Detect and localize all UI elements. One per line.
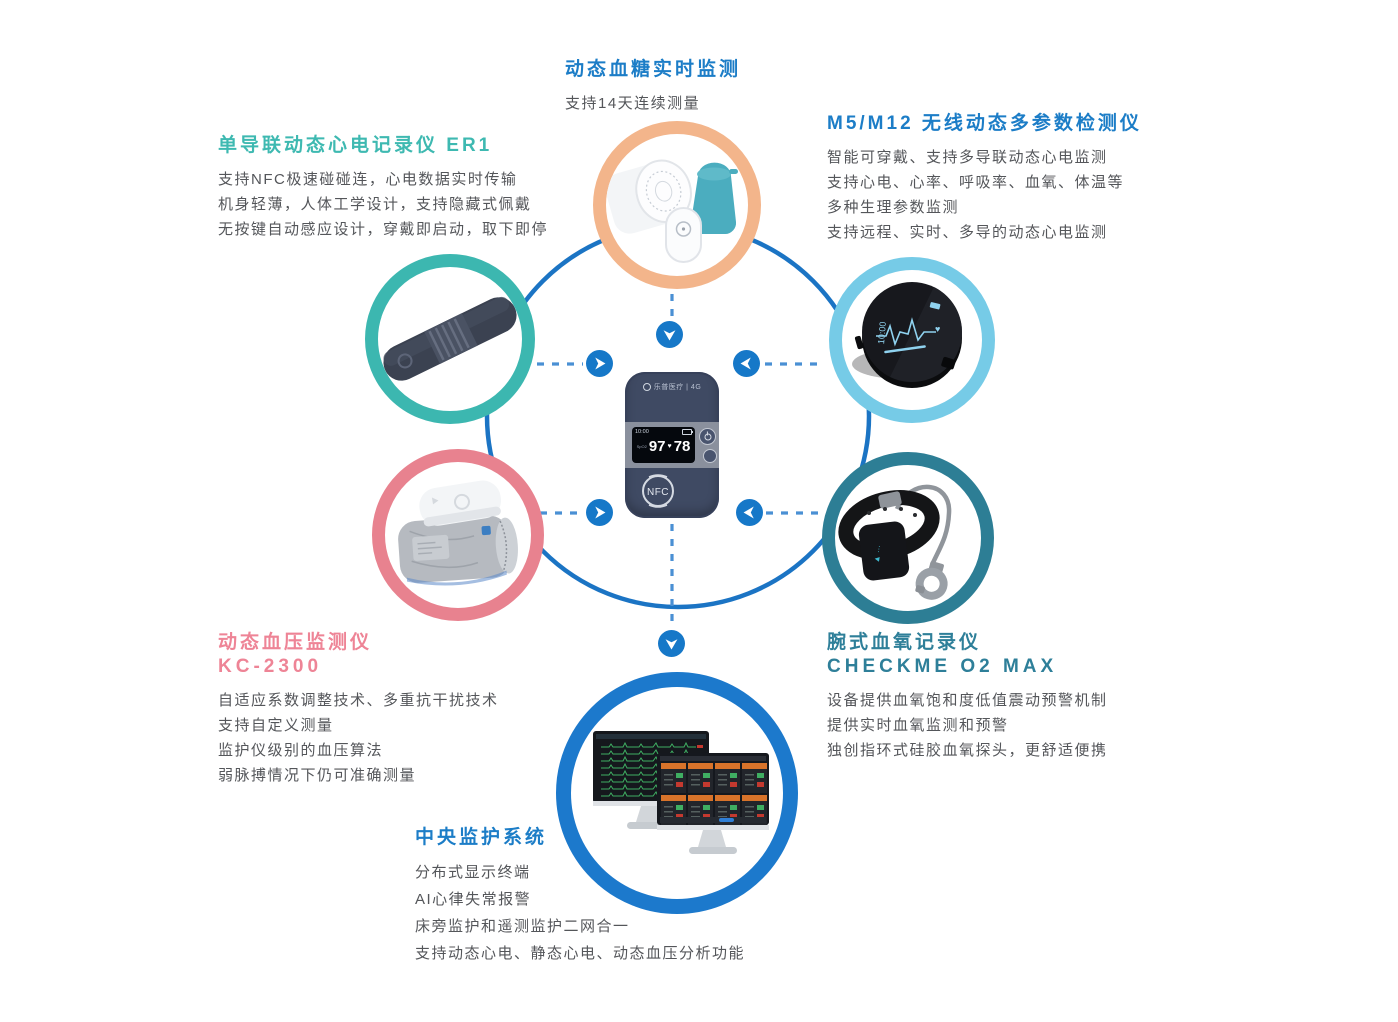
m5-multiparameter-device-image: 10:00 ♥ [852,282,962,388]
bp-title: 动态血压监测仪 [218,632,373,653]
central-line: 支持动态心电、静态心电、动态血压分析功能 [415,945,746,962]
m5-screen-time: 10:00 [876,321,888,344]
er1-ecg-recorder-image [383,296,517,381]
bp-text-block: 动态血压监测仪 KC-2300 自适应系数调整技术、多重抗干扰技术 支持自定义测… [218,631,499,788]
central-line: 床旁监护和遥测监护二网合一 [415,918,630,935]
central-line: AI心律失常报警 [415,891,532,908]
m5-text-block: M5/M12 无线动态多参数检测仪 智能可穿戴、支持多导联动态心电监测 支持心电… [827,112,1142,245]
er1-line: 无按键自动感应设计，穿戴即启动，取下即停 [218,221,549,238]
svg-text:▲ ···: ▲ ··· [872,544,884,563]
spo2-value: 97 [648,438,666,455]
flow-arrow-down-bottom-icon [658,630,685,657]
ring-m5-monitor: 10:00 ♥ [829,257,995,423]
bp-line: 自适应系数调整技术、多重抗干扰技术 [218,692,499,709]
spo2-label: SpO2 [636,444,647,449]
er1-text-block: 单导联动态心电记录仪 ER1 支持NFC极速碰碰连，心电数据实时传输 机身轻薄，… [218,134,548,242]
er1-title: 单导联动态心电记录仪 ER1 [218,135,493,156]
ring-blood-pressure-monitor [372,449,544,621]
o2-line: 提供实时血氧监测和预警 [827,717,1009,734]
heart-icon: ♥ [667,443,672,450]
gateway-brand: 乐普医疗 | 4G [625,382,719,392]
central-text-block: 中央监护系统 分布式显示终端 AI心律失常报警 床旁监护和遥测监护二网合一 支持… [415,826,745,967]
pulse-value: 78 [673,438,691,455]
cgm-sensor-kit-image [606,159,738,263]
glucose-title: 动态血糖实时监测 [565,59,742,80]
m5-line: 支持心电、心率、呼吸率、血氧、体温等 [827,174,1125,191]
glucose-text-block: 动态血糖实时监测 支持14天连续测量 [565,58,741,116]
o2-line: 独创指环式硅胶血氧探头，更舒适便携 [827,742,1108,759]
central-title: 中央监护系统 [415,827,548,848]
bp-model: KC-2300 [218,656,323,677]
gateway-brand-label: 乐普医疗 | 4G [653,384,702,391]
bp-cuff-image [398,480,518,586]
gateway-screen-band: 10:00 SpO2 97 ♥ 78 [625,422,719,468]
power-icon [704,433,711,440]
function-button [703,449,717,463]
bp-line: 监护仪级别的血压算法 [218,742,384,759]
m5-line: 智能可穿戴、支持多导联动态心电监测 [827,149,1108,166]
flow-arrow-left-upper-icon [733,350,760,377]
bp-line: 支持自定义测量 [218,717,334,734]
gateway-screen: 10:00 SpO2 97 ♥ 78 [632,427,695,463]
heart-icon: ♥ [935,324,940,334]
o2-title: 腕式血氧记录仪 [827,632,982,653]
o2-line: 设备提供血氧饱和度低值震动预警机制 [827,692,1108,709]
battery-icon [682,429,693,435]
flow-arrow-right-lower-icon [586,499,613,526]
central-line: 分布式显示终端 [415,864,531,881]
flow-arrow-right-upper-icon [586,350,613,377]
glucose-line: 支持14天连续测量 [565,95,701,112]
bp-line: 弱脉搏情况下仍可准确测量 [218,767,417,784]
o2-text-block: 腕式血氧记录仪 CHECKME O2 MAX 设备提供血氧饱和度低值震动预警机制… [827,631,1108,763]
central-station-monitors-image [593,731,769,854]
ring-er1-recorder [365,254,535,424]
lepu-logo-icon [642,383,651,391]
nfc-circle-icon [642,475,674,507]
m5-title: M5/M12 无线动态多参数检测仪 [827,113,1142,134]
er1-line: 机身轻薄，人体工学设计，支持隐藏式佩戴 [218,196,532,213]
ring-wrist-oximeter: ▲ ··· [822,452,994,624]
o2-model: CHECKME O2 MAX [827,656,1058,677]
flow-arrow-down-top-icon [656,321,683,348]
m5-line: 多种生理参数监测 [827,199,960,216]
er1-line: 支持NFC极速碰碰连，心电数据实时传输 [218,171,518,188]
ring-glucose-monitor [593,121,761,289]
dashed-connectors [537,294,823,626]
m5-line: 支持远程、实时、多导的动态心电监测 [827,224,1108,241]
gateway-screen-time: 10:00 [635,429,649,435]
power-button [699,428,716,445]
flow-arrow-left-lower-icon [736,499,763,526]
nfc-area: NFC [639,472,677,510]
central-gateway-device: 乐普医疗 | 4G 10:00 SpO2 97 ♥ 78 [625,372,719,518]
wrist-oximeter-image: ▲ ··· [838,484,952,600]
nfc-label: NFC [647,487,669,498]
